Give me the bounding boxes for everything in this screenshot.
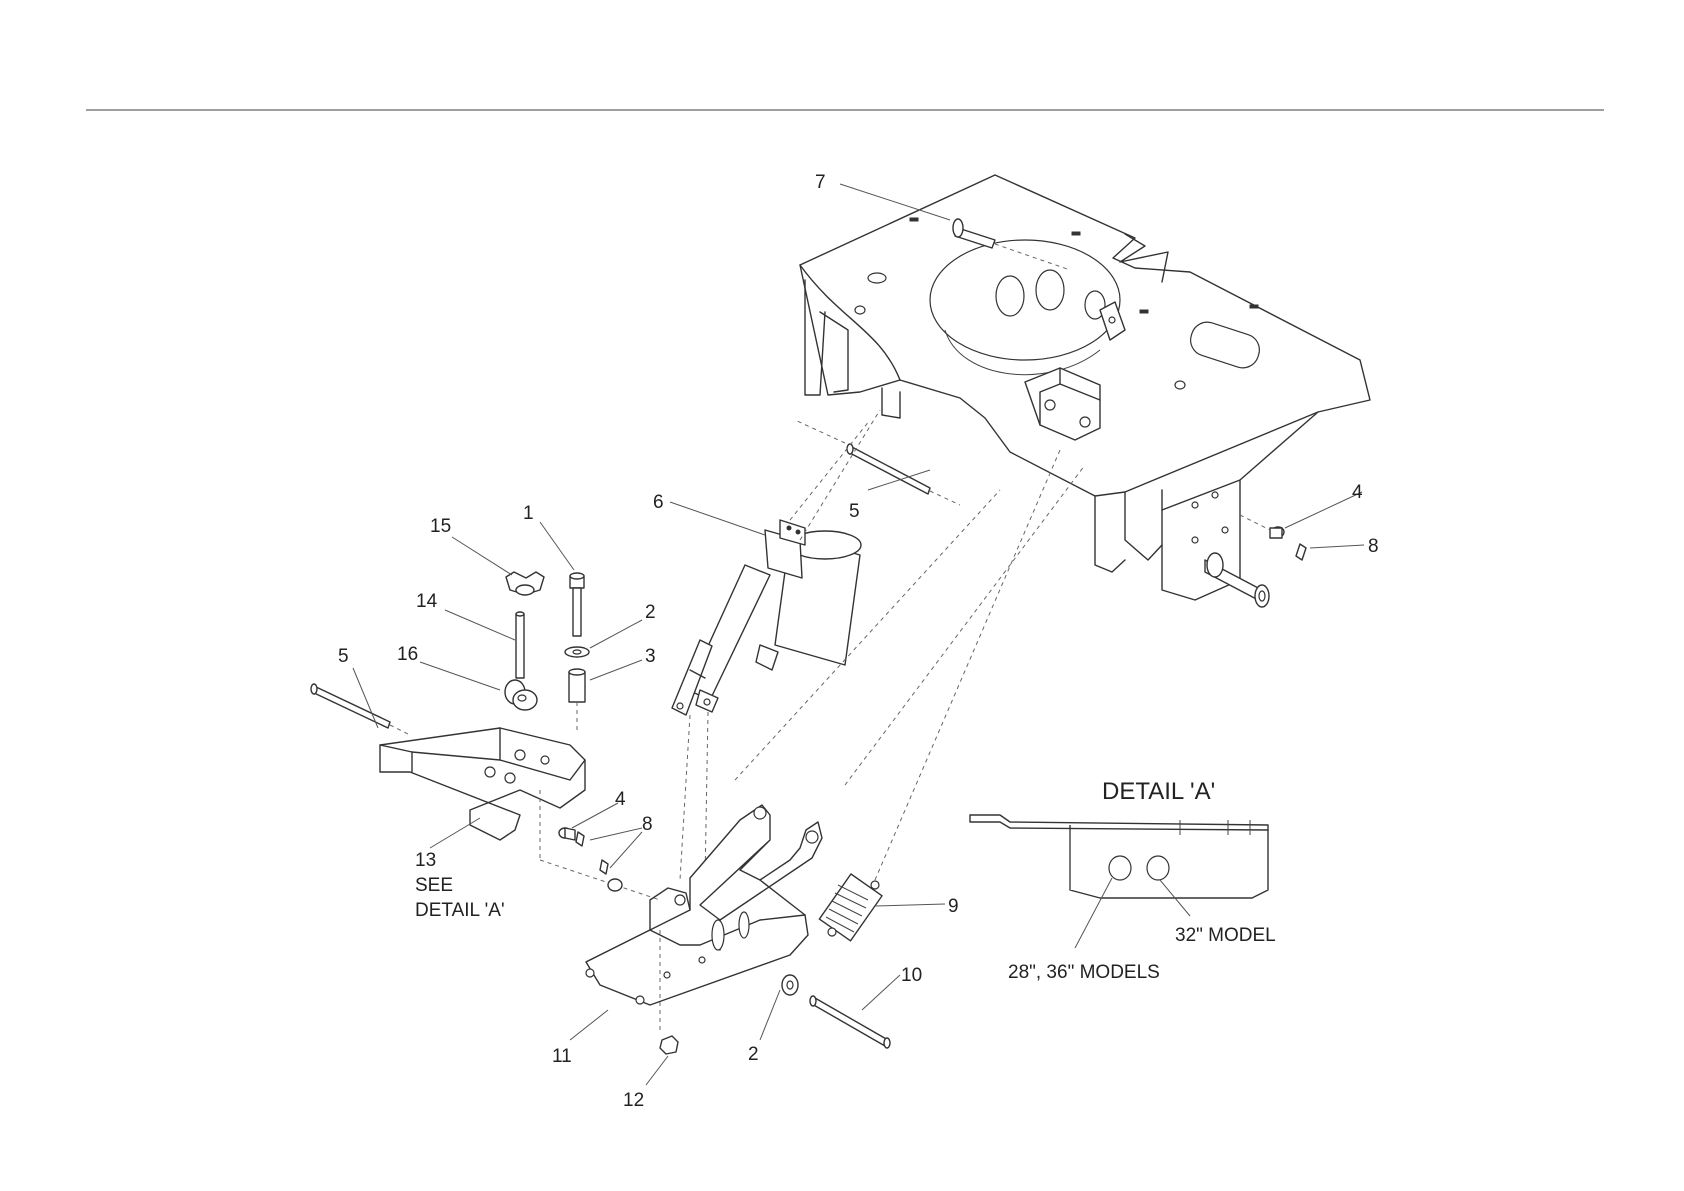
lever-arm-11 <box>586 805 822 1005</box>
callout-4-right: 4 <box>1352 482 1363 503</box>
detail-a-title: DETAIL 'A' <box>1102 778 1215 805</box>
pin-5-upper <box>795 420 960 505</box>
callout-2-right: 2 <box>748 1044 759 1065</box>
bolt-1 <box>570 573 584 636</box>
washer-8-small <box>608 879 622 891</box>
callout-16: 16 <box>397 644 418 665</box>
callout-8-right: 8 <box>1368 536 1379 557</box>
bushing-4-right <box>1240 515 1284 538</box>
spring-9 <box>819 450 1060 941</box>
callout-12: 12 <box>623 1090 644 1111</box>
callout-13: 13 <box>415 850 436 871</box>
knob-15 <box>506 572 544 595</box>
pin-10 <box>810 996 890 1048</box>
washer-2-left <box>565 647 589 657</box>
callout-7: 7 <box>815 172 826 193</box>
callout-4-left: 4 <box>615 789 626 810</box>
washer-2-right <box>782 975 798 995</box>
bracket-16 <box>505 680 537 710</box>
callout-5-left: 5 <box>338 646 349 667</box>
callout-13-detail: DETAIL 'A' <box>415 900 505 921</box>
bushing-4-left <box>559 828 575 840</box>
rod-14 <box>516 612 524 678</box>
callout-2-left: 2 <box>645 602 656 623</box>
clip-8-right <box>1296 544 1306 560</box>
pin-5-left <box>311 684 410 735</box>
callout-11: 11 <box>552 1046 572 1067</box>
nut-12 <box>660 1036 678 1054</box>
frame-assembly <box>800 175 1370 607</box>
clip-8-left <box>576 832 608 874</box>
callout-3: 3 <box>645 646 656 667</box>
callout-13-see: SEE <box>415 875 453 896</box>
callout-1: 1 <box>523 503 534 524</box>
callout-8-left: 8 <box>642 814 653 835</box>
detail-label-28-36: 28", 36" MODELS <box>1008 962 1160 983</box>
actuator-6 <box>672 410 880 880</box>
callout-6: 6 <box>653 492 664 513</box>
spacer-3 <box>569 669 585 702</box>
detail-label-32: 32" MODEL <box>1175 925 1276 946</box>
callout-5-upper: 5 <box>849 501 860 522</box>
callout-9: 9 <box>948 896 959 917</box>
detail-a <box>970 815 1268 898</box>
callout-10: 10 <box>901 965 922 986</box>
callout-15: 15 <box>430 516 451 537</box>
callout-14: 14 <box>416 591 438 612</box>
